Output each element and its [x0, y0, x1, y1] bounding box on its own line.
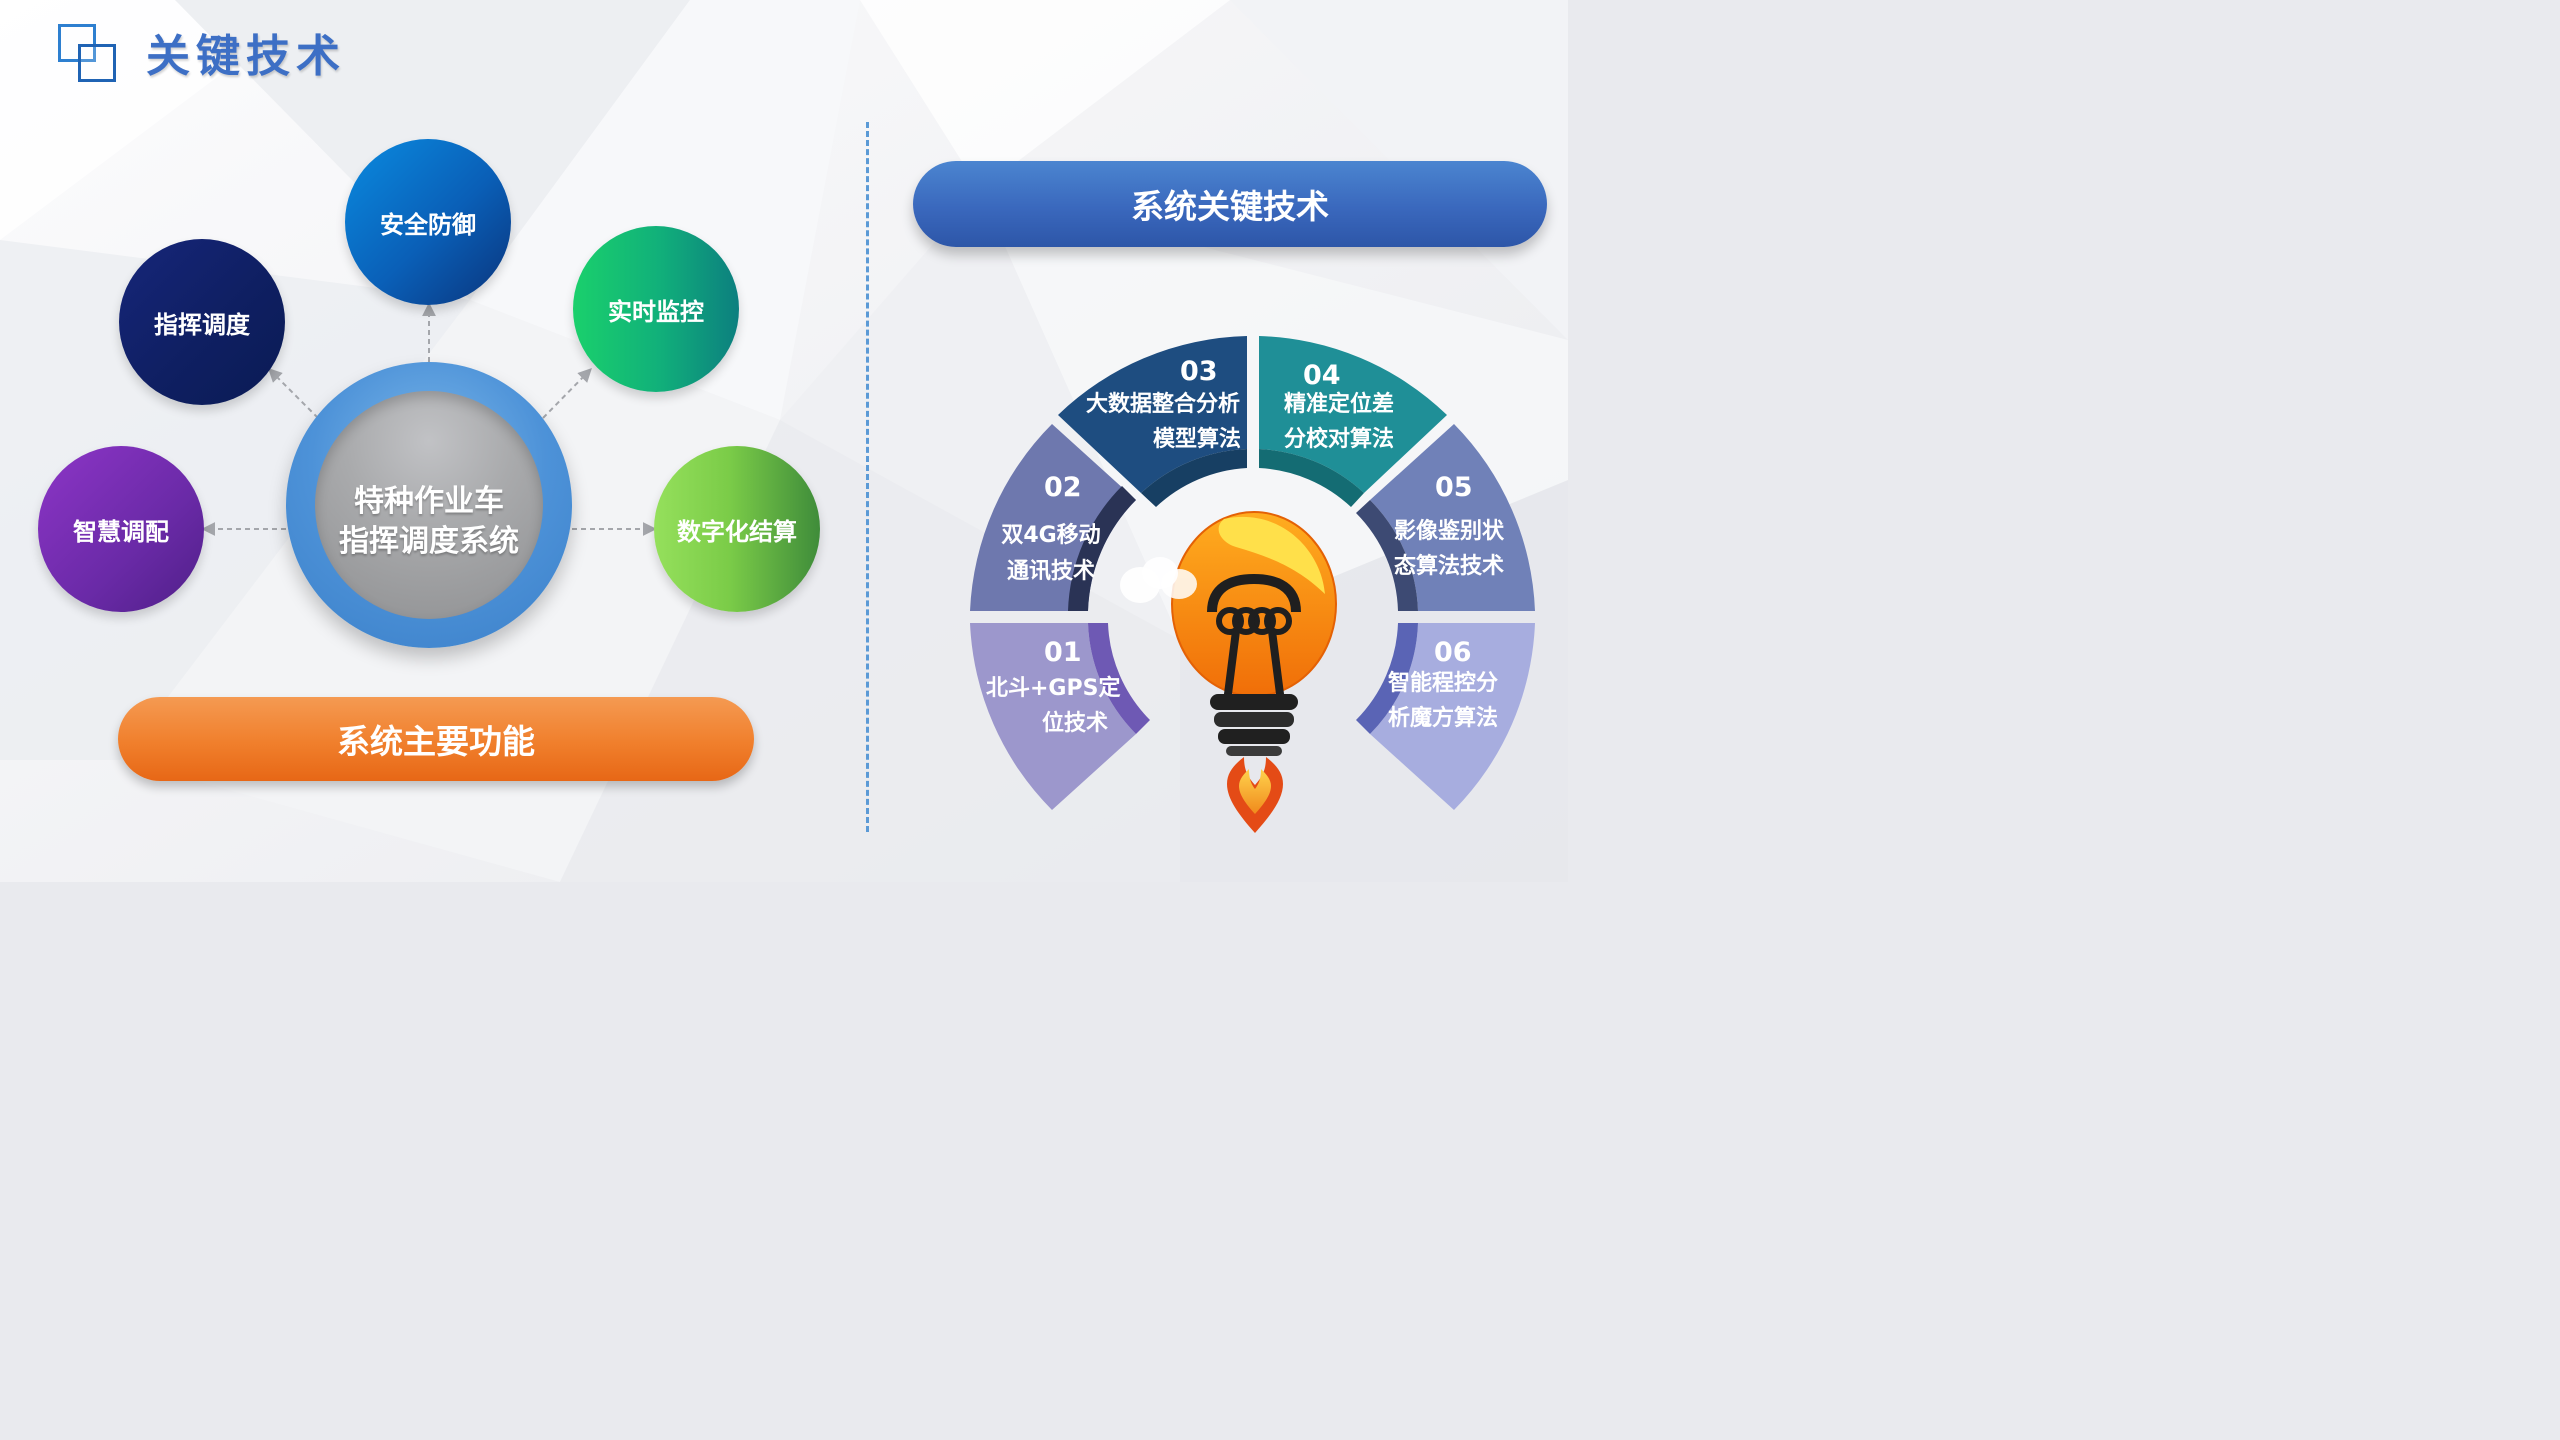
function-dispatch-label: 指挥调度: [154, 310, 250, 339]
tech-04-line2: 分校对算法: [1283, 427, 1394, 452]
tech-02-number: 02: [1044, 472, 1082, 503]
center-title-line2: 指挥调度系统: [339, 524, 519, 559]
function-smart: 智慧调配: [38, 446, 204, 612]
tech-02-line2: 通讯技术: [1006, 559, 1095, 584]
tech-01-line2: 位技术: [1041, 711, 1108, 736]
key-tech-label: 系统关键技术: [1131, 187, 1329, 226]
tech-01-number: 01: [1044, 637, 1082, 668]
flame-icon: [1227, 757, 1283, 833]
function-digital: 数字化结算: [654, 446, 820, 612]
overlapping-squares-icon: [58, 24, 120, 86]
tech-01-line1: 北斗+GPS定: [986, 676, 1121, 701]
tech-06-line1: 智能程控分: [1387, 671, 1498, 696]
function-monitor-label: 实时监控: [608, 297, 704, 326]
tech-segments: [970, 336, 1535, 810]
logo-square-front: [78, 44, 116, 82]
center-title: 特种作业车 指挥调度系统: [315, 482, 543, 562]
function-security: 安全防御: [345, 139, 511, 305]
center-core: [315, 391, 543, 619]
tech-04-number: 04: [1303, 360, 1341, 391]
function-security-label: 安全防御: [380, 210, 476, 239]
page-title: 关键技术: [146, 31, 346, 82]
section-divider: [866, 122, 869, 832]
tech-05-number: 05: [1435, 472, 1473, 503]
tech-03-number: 03: [1180, 356, 1218, 387]
segment-06: [1370, 623, 1535, 810]
tech-05-line1: 影像鉴别状: [1393, 519, 1504, 544]
segment-01: [970, 623, 1136, 810]
segment-04: [1259, 336, 1447, 493]
technology-wheel: [970, 336, 1535, 833]
logo-square-back: [58, 24, 96, 62]
lightbulb-icon: [1171, 511, 1337, 756]
tech-06-number: 06: [1434, 637, 1472, 668]
segment-05: [1370, 424, 1535, 611]
tech-05-line2: 态算法技术: [1393, 554, 1504, 579]
function-dispatch: 指挥调度: [119, 239, 285, 405]
cloud-icon: [1120, 557, 1197, 603]
function-monitor: 实时监控: [573, 226, 739, 392]
center-title-line1: 特种作业车: [354, 484, 504, 519]
inner-shadow-band: [1068, 449, 1418, 734]
function-smart-label: 智慧调配: [73, 517, 169, 546]
tech-03-line1: 大数据整合分析: [1085, 392, 1240, 417]
tech-03-line2: 模型算法: [1152, 427, 1241, 452]
tech-06-line2: 析魔方算法: [1387, 706, 1498, 731]
slide: 关键技术 安全防御 指挥调度 实时监控 智慧调配 数字化结算 特种作业车 指挥调…: [0, 0, 1568, 882]
key-tech-button: 系统关键技术: [913, 161, 1547, 247]
tech-04-line1: 精准定位差: [1283, 392, 1394, 417]
main-function-label: 系统主要功能: [337, 722, 535, 761]
main-function-button: 系统主要功能: [118, 697, 754, 781]
function-digital-label: 数字化结算: [677, 517, 797, 546]
tech-02-line1: 双4G移动: [1001, 523, 1101, 548]
segment-03: [1058, 336, 1247, 493]
